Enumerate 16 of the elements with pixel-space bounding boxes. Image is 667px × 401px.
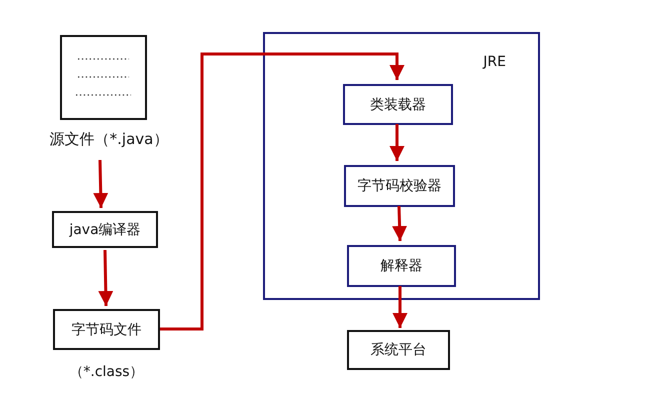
caption-text: 源文件（*.java） xyxy=(48,130,170,149)
process-box: java编译器 xyxy=(52,211,158,248)
arrow xyxy=(98,250,114,306)
arrow xyxy=(93,160,108,208)
process-box: 系统平台 xyxy=(347,330,450,370)
process-box: 字节码文件 xyxy=(53,309,160,350)
process-box: 字节码校验器 xyxy=(344,165,455,207)
process-box: 类装载器 xyxy=(343,84,453,125)
arrow xyxy=(390,124,404,161)
frame-title: JRE xyxy=(483,54,506,70)
arrow xyxy=(160,52,404,330)
caption-text: （*.class） xyxy=(68,363,145,381)
process-box: 解释器 xyxy=(347,245,456,287)
arrow xyxy=(392,286,408,328)
jre-frame xyxy=(263,32,540,300)
arrow xyxy=(392,206,408,242)
